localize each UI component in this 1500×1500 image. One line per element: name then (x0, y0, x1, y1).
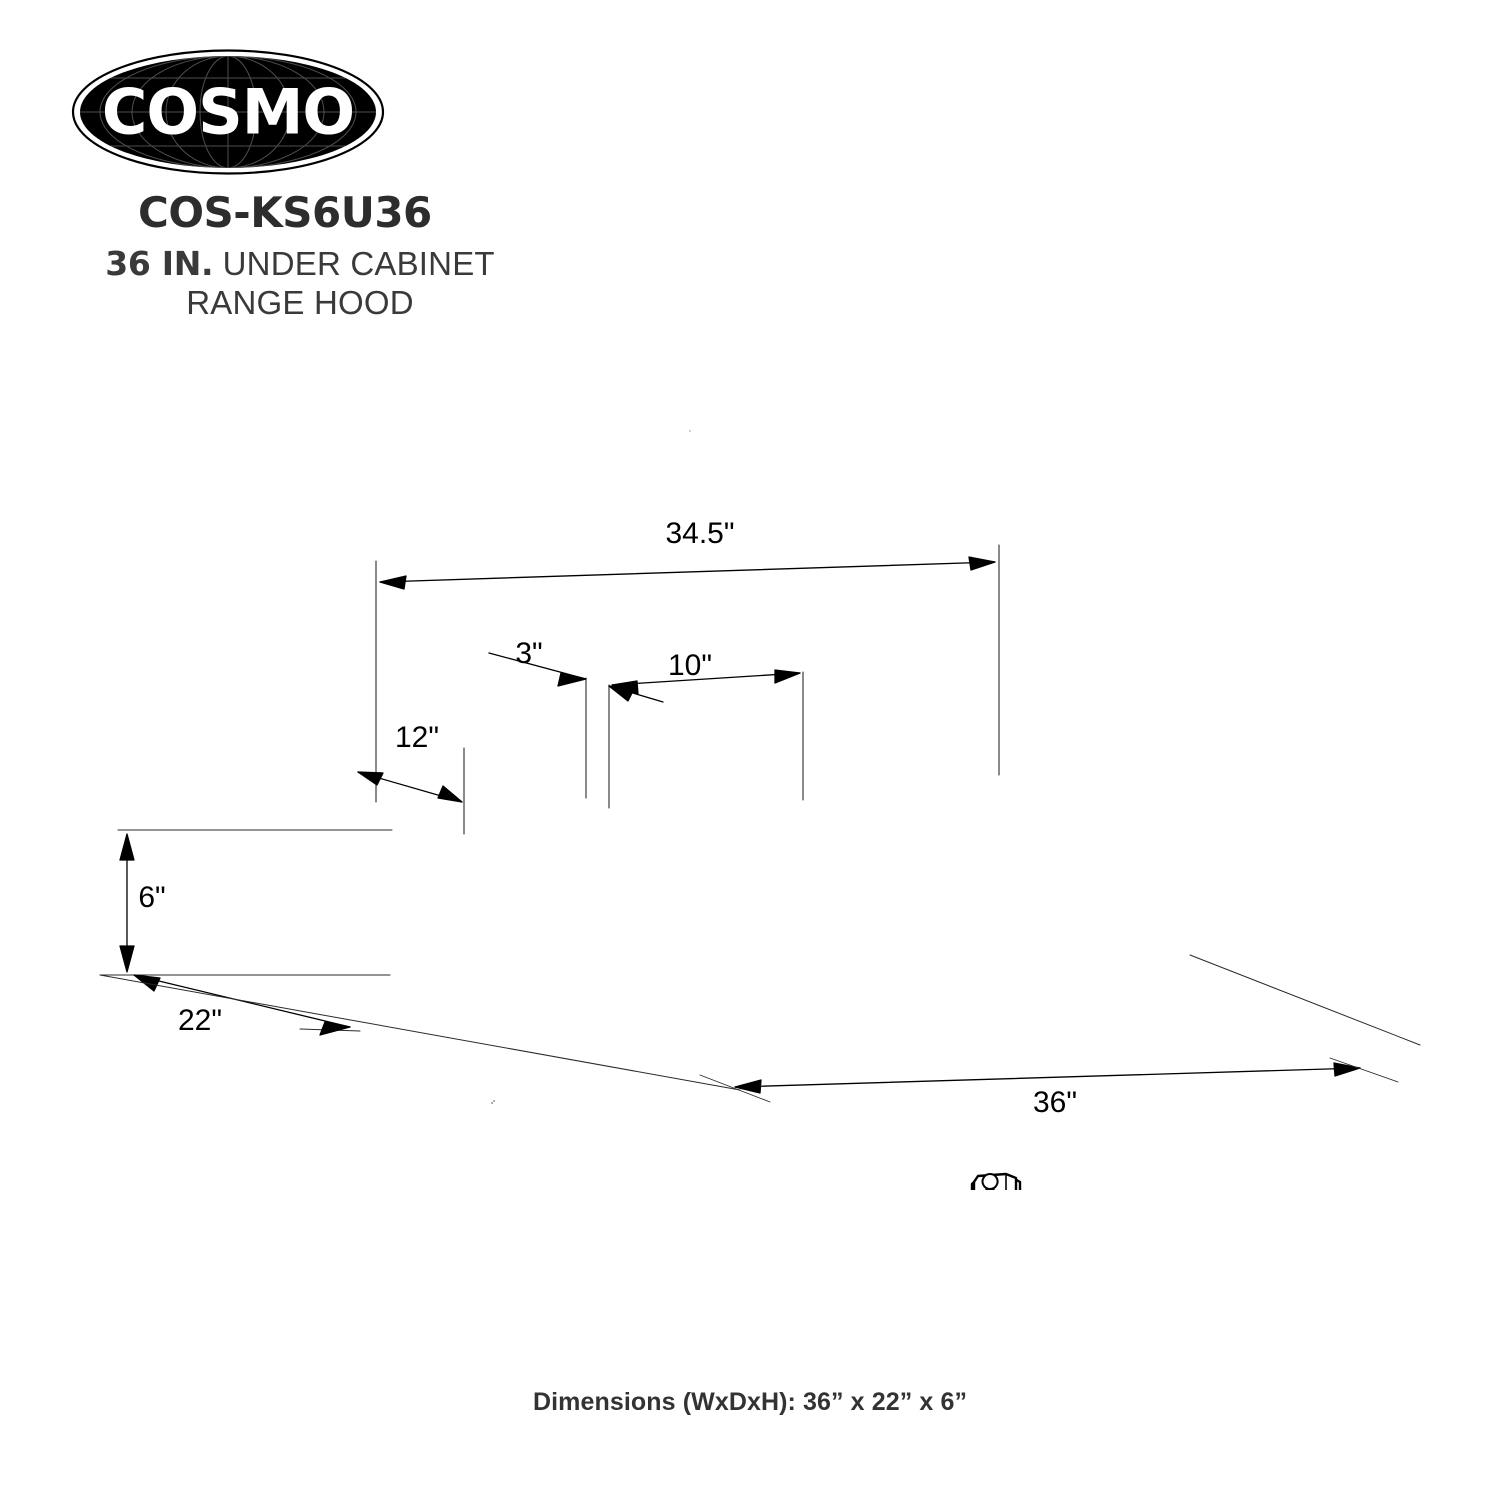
dimension-10 (611, 669, 801, 695)
range-hood-isometric-svg: 34.5" 3" 10" 12" 6" 22" 36" (99, 430, 1421, 1456)
model-number: COS-KS6U36 (138, 188, 432, 237)
dimension-34-5 (379, 556, 996, 590)
dimension-label-10: 10" (668, 649, 712, 682)
globe-ellipse-logo-icon: COSMO (71, 49, 385, 175)
header-block: COSMO COS-KS6U36 36 IN. UNDER CABINET RA… (60, 48, 540, 323)
product-size: 36 IN. (105, 244, 214, 283)
mounting-bracket-right (970, 1172, 1022, 1238)
product-subtitle: 36 IN. UNDER CABINET RANGE HOOD (60, 244, 540, 323)
technical-drawing: 34.5" 3" 10" 12" 6" 22" 36" (0, 430, 1500, 1456)
dimension-3 (488, 652, 664, 1104)
logo-wordmark: COSMO (102, 76, 354, 149)
dimension-22 (133, 974, 351, 1036)
dimension-label-12: 12" (395, 721, 439, 754)
dimension-label-3: 3" (515, 637, 542, 670)
brand-logo: COSMO (68, 48, 388, 176)
dimension-label-36: 36" (1033, 1086, 1077, 1119)
dimension-label-22: 22" (178, 1004, 222, 1037)
dimension-label-34-5: 34.5" (665, 517, 734, 550)
dimension-12 (357, 771, 463, 803)
dimensions-caption: Dimensions (WxDxH): 36” x 22” x 6” (532, 1388, 968, 1416)
product-type-line1: UNDER CABINET (213, 245, 495, 282)
product-type-line2: RANGE HOOD (186, 283, 414, 321)
extension-lines (99, 430, 1000, 1032)
dimension-label-6: 6" (138, 881, 165, 914)
dimension-36 (699, 1057, 1399, 1103)
ground-construction-lines (99, 954, 1421, 1091)
dimension-6 (119, 833, 135, 973)
